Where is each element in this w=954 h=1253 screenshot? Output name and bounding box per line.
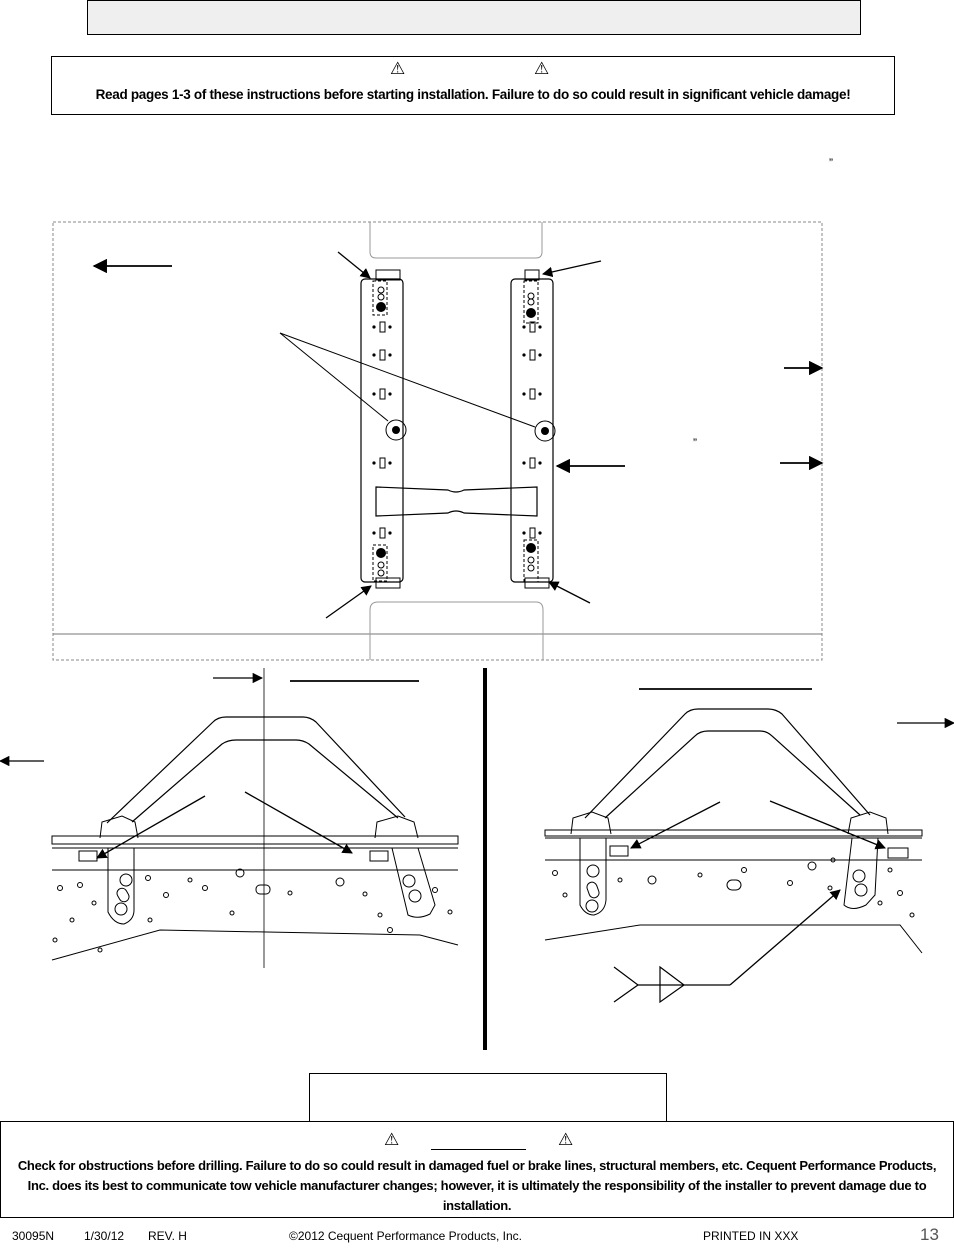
printed-in: PRINTED IN XXX [703,1229,799,1243]
side-view-left [0,668,459,968]
warning-triangle-icon: ⚠ [390,59,406,78]
title-bar [87,0,861,35]
warning-text-bottom: Check for obstructions before drilling. … [17,1158,937,1213]
part-number: 30095N [12,1229,55,1243]
warning-box-bottom: ⚠ ⚠ Check for obstructions before drilli… [0,1121,954,1218]
warning-triangle-icon: ⚠ [558,1130,574,1149]
copyright: ©2012 Cequent Performance Products, Inc. [289,1229,522,1243]
heading-underline [431,1149,526,1150]
revision-date: 1/30/12 [84,1229,125,1243]
side-view-right [544,688,954,1004]
warning-triangle-icon: ⚠ [384,1130,400,1149]
revision: REV. H [148,1229,187,1243]
warning-triangle-icon: ⚠ [534,59,550,78]
note-box [309,1073,667,1122]
stray-quote-mark: ” [829,156,833,170]
top-view-diagram [52,221,824,661]
warning-text-top: Read pages 1-3 of these instructions bef… [95,87,851,102]
stray-quote-mark: ” [693,436,697,450]
page-number: 13 [920,1225,939,1244]
warning-box-top: ⚠ ⚠ Read pages 1-3 of these instructions… [51,56,895,115]
